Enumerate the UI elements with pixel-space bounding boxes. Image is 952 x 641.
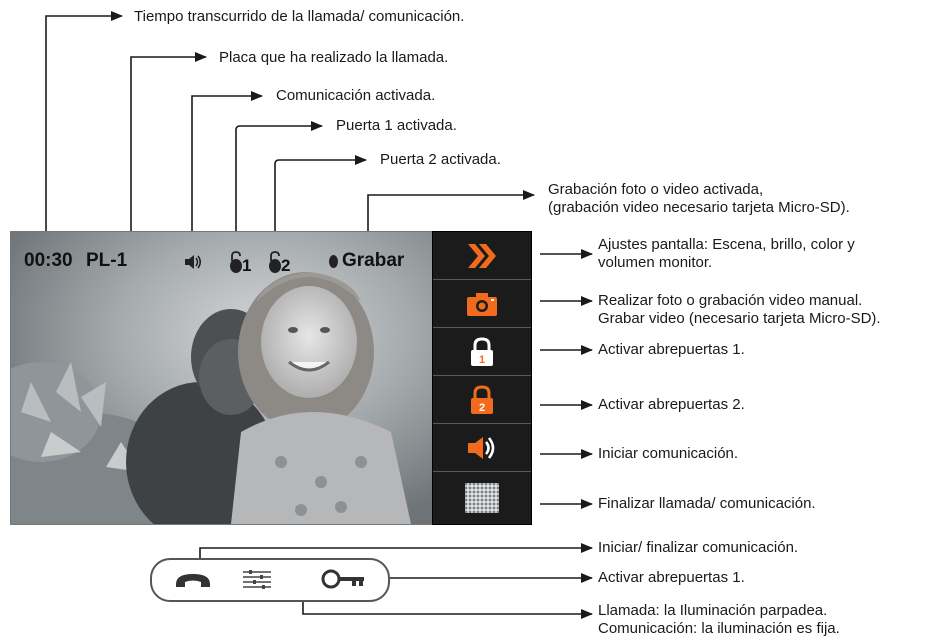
leader-comm-active	[191, 91, 263, 236]
leader-recording	[367, 190, 535, 236]
end-call-button[interactable]	[433, 472, 531, 524]
callout-settings-line1: Ajustes pantalla: Escena, brillo, color …	[598, 236, 855, 253]
lock-1-icon: 1	[471, 336, 493, 366]
end-call-icon	[465, 483, 499, 513]
callout-recording-line2: (grabación video necesario tarjeta Micro…	[548, 199, 850, 216]
callout-key-light-line1: Llamada: la Iluminación parpadea.	[598, 602, 828, 619]
door2-status-number: 2	[281, 256, 291, 275]
lock-2-number: 2	[479, 402, 485, 414]
settings-chevron-icon	[468, 243, 496, 268]
side-menu: 1 2	[432, 231, 532, 525]
callout-door2-open: Activar abrepuertas 2.	[598, 396, 745, 413]
callout-photo-line1: Realizar foto o grabación video manual.	[598, 292, 863, 309]
camera-button[interactable]	[433, 280, 531, 328]
callout-settings-line2: volumen monitor.	[598, 254, 713, 271]
door1-status-icon	[229, 250, 243, 279]
handset-icon	[176, 574, 210, 587]
callout-start-comm: Iniciar comunicación.	[598, 445, 739, 462]
camera-icon	[467, 292, 497, 316]
callout-key-light-line2: Comunicación: la iluminación es fija.	[598, 620, 840, 637]
start-communication-button[interactable]	[433, 424, 531, 472]
call-timer: 00:30	[24, 250, 73, 271]
callout-elapsed-time: Tiempo transcurrido de la llamada/ comun…	[134, 8, 465, 25]
camera-image	[11, 232, 433, 524]
record-label: Grabar	[342, 250, 405, 271]
leader-door2-active	[274, 155, 367, 236]
door1-unlock-button[interactable]: 1	[433, 328, 531, 376]
video-screen: 00:30 PL-1 1 2 Grabar	[10, 231, 434, 525]
callout-end-call: Finalizar llamada/ comunicación.	[598, 495, 816, 512]
lock-2-icon: 2	[471, 384, 493, 414]
door2-unlock-button[interactable]: 2	[433, 376, 531, 424]
settings-button[interactable]	[433, 232, 531, 280]
door2-status-icon	[268, 250, 282, 279]
callout-door1-open: Activar abrepuertas 1.	[598, 341, 745, 358]
callout-photo-line2: Grabar video (necesario tarjeta Micro-SD…	[598, 310, 881, 327]
callout-comm-active: Comunicación activada.	[276, 87, 436, 104]
key-icon	[321, 569, 364, 589]
record-dot-icon	[329, 255, 338, 268]
button-panel	[150, 558, 390, 602]
leader-door1-active	[235, 121, 323, 236]
callout-door1-active: Puerta 1 activada.	[336, 117, 457, 134]
speaker-status-icon	[183, 252, 203, 277]
callout-calling-panel: Placa que ha realizado la llamada.	[219, 49, 449, 66]
communication-key[interactable]	[174, 571, 212, 594]
speaker-icon	[468, 436, 495, 459]
light-indicator-key[interactable]	[242, 569, 272, 596]
door1-key[interactable]	[320, 568, 366, 595]
leader-elapsed-time	[45, 11, 123, 236]
callout-key-comm: Iniciar/ finalizar comunicación.	[598, 539, 799, 556]
menu-lines-icon	[243, 570, 271, 589]
leader-calling-panel	[130, 52, 207, 236]
callout-recording-line1: Grabación foto o video activada,	[548, 181, 764, 198]
callout-door2-active: Puerta 2 activada.	[380, 151, 501, 168]
calling-panel-label: PL-1	[86, 250, 128, 271]
door1-status-number: 1	[242, 256, 252, 275]
lock-1-number: 1	[479, 354, 485, 366]
callout-key-door1: Activar abrepuertas 1.	[598, 569, 745, 586]
